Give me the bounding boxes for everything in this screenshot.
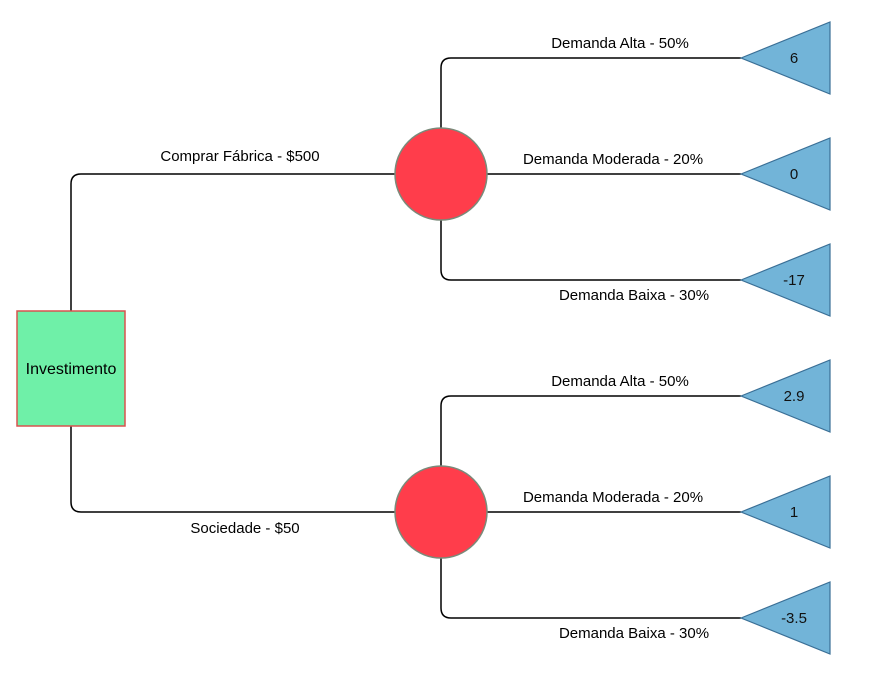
- branch-label-comprar: Comprar Fábrica - $500: [160, 148, 319, 165]
- terminal-node-top-high: 6: [739, 21, 831, 95]
- connector-top-low: [440, 218, 741, 281]
- decision-label: Investimento: [26, 361, 117, 378]
- terminal-triangle: [739, 243, 831, 317]
- chance-node-sociedade: [394, 465, 488, 559]
- chance-node-comprar: [394, 127, 488, 221]
- payoff-value: 0: [790, 166, 798, 183]
- connector-top-high: [440, 57, 741, 130]
- terminal-triangle: [739, 581, 831, 655]
- outcome-label-bottom-moderate: Demanda Moderada - 20%: [523, 489, 703, 506]
- branch-label-sociedade: Sociedade - $50: [190, 520, 299, 537]
- terminal-triangle: [739, 21, 831, 95]
- outcome-label-top-moderate: Demanda Moderada - 20%: [523, 151, 703, 168]
- terminal-node-bottom-moderate: 1: [739, 475, 831, 549]
- outcome-label-top-low: Demanda Baixa - 30%: [559, 287, 709, 304]
- connector-bottom-low: [440, 556, 741, 619]
- outcome-label-bottom-low: Demanda Baixa - 30%: [559, 625, 709, 642]
- terminal-triangle: [739, 475, 831, 549]
- terminal-triangle: [739, 359, 831, 433]
- payoff-value: -3.5: [781, 610, 807, 627]
- payoff-value: 1: [790, 504, 798, 521]
- terminal-node-top-moderate: 0: [739, 137, 831, 211]
- outcome-label-top-high: Demanda Alta - 50%: [551, 35, 689, 52]
- connectors: [70, 57, 741, 619]
- terminal-node-bottom-high: 2.9: [739, 359, 831, 433]
- outcome-label-bottom-high: Demanda Alta - 50%: [551, 373, 689, 390]
- payoff-value: 6: [790, 50, 798, 67]
- connector-bottom-high: [440, 395, 741, 468]
- decision-square: [16, 310, 126, 427]
- terminal-node-bottom-low: -3.5: [739, 581, 831, 655]
- terminal-triangle: [739, 137, 831, 211]
- connector-decision-to-chance-top: [70, 173, 395, 311]
- connector-decision-to-chance-bottom: [70, 426, 395, 513]
- payoff-value: 2.9: [784, 388, 805, 405]
- payoff-value: -17: [783, 272, 805, 289]
- decision-node: Investimento: [16, 310, 126, 427]
- terminal-node-top-low: -17: [739, 243, 831, 317]
